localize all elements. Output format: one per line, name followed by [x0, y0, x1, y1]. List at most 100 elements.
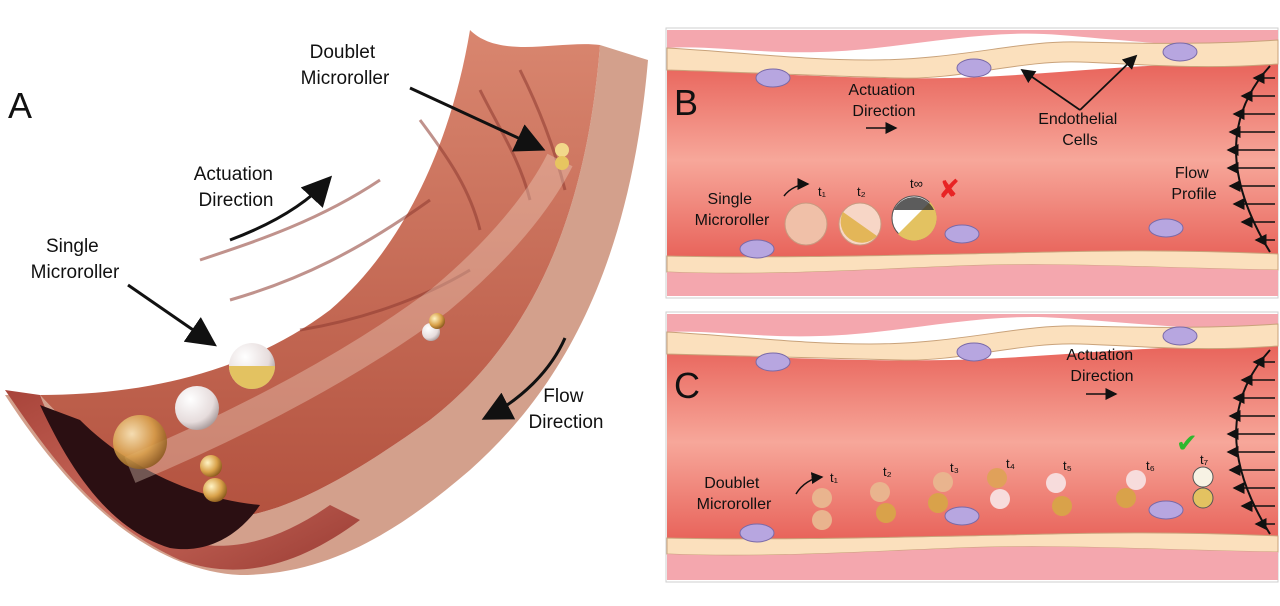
- doublet-t5-lower: [1052, 496, 1072, 516]
- panel-c-doublet-label: Doublet Microroller: [697, 475, 772, 513]
- doublet-microroller-top2: [555, 156, 569, 170]
- panel-b-actuation-line2: Direction: [852, 103, 915, 120]
- panel-c-success-mark: ✔: [1176, 429, 1198, 459]
- vessel-tissue-rim: [5, 390, 360, 570]
- panel-b-time-t2: t₂: [857, 184, 866, 199]
- panel-c-doublet-line2: Microroller: [697, 496, 772, 513]
- doublet-microroller-a1: [200, 455, 222, 477]
- panel-a-flow-line2: Direction: [529, 412, 604, 433]
- panel-c-actuation-line2: Direction: [1070, 368, 1133, 385]
- doublet-microroller-a2: [203, 478, 227, 502]
- panel-a-doublet-line2: Microroller: [301, 68, 390, 89]
- nucleus-c3: [1162, 326, 1198, 346]
- panel-a-letter: A: [8, 85, 32, 126]
- nucleus-b1: [755, 68, 791, 88]
- panel-c-time-t5: t₅: [1063, 458, 1072, 473]
- doublet-t2-upper: [870, 482, 890, 502]
- panel-b-microroller-tinf-dark: [894, 197, 934, 210]
- vessel-folds: [199, 69, 567, 332]
- doublet-t6-lower: [1116, 488, 1136, 508]
- panel-b-vessel-wall-bottom: [667, 264, 1278, 296]
- panel-a-actuation-line1: Actuation: [194, 164, 273, 185]
- doublet-t4-upper: [987, 468, 1007, 488]
- nucleus-c2: [956, 342, 992, 362]
- panel-b: B Actuation Direction Endothelial Cells …: [665, 27, 1279, 299]
- single-microroller-back: [113, 415, 167, 469]
- panel-b-endothelial-arrow-left: [1020, 68, 1081, 111]
- panel-c-rolling-arrow: [795, 472, 824, 495]
- panel-c-vessel-wall-top: [667, 314, 1278, 337]
- panel-c-time-t7: t₇: [1200, 452, 1209, 467]
- panel-b-rolling-arrow: [783, 178, 810, 197]
- panel-c: C Actuation Direction Doublet Microrolle…: [665, 311, 1279, 583]
- panel-b-single-line2: Microroller: [695, 212, 770, 229]
- panel-a-flow-line1: Flow: [543, 386, 583, 407]
- panel-b-single-line1: Single: [708, 191, 753, 208]
- panel-b-endothelial-line2: Cells: [1062, 132, 1098, 149]
- doublet-t7-lower: [1192, 487, 1214, 509]
- single-microroller-large-gold-half: [229, 366, 275, 389]
- doublet-t7-upper: [1192, 466, 1214, 488]
- panel-a-single-line1: Single: [46, 236, 99, 257]
- panel-a-flow-label: Flow Direction: [529, 386, 604, 433]
- panel-b-endothelial-label: Endothelial Cells: [1038, 111, 1122, 149]
- panel-c-time-t6: t₆: [1146, 458, 1155, 473]
- panel-c-flow-profile-arrows: [1226, 356, 1275, 530]
- nucleus-b5: [944, 224, 980, 244]
- panel-b-flow-profile-line2: Profile: [1171, 186, 1216, 203]
- panel-a-single-label: Single Microroller: [31, 236, 120, 283]
- panel-c-time-t1: t₁: [830, 470, 839, 485]
- panel-c-endothelium-top: [666, 323, 1279, 361]
- panel-b-flow-profile-line1: Flow: [1175, 165, 1209, 182]
- nucleus-c4: [739, 523, 775, 543]
- doublet-microroller-a4: [429, 313, 445, 329]
- doublet-t4-lower: [990, 489, 1010, 509]
- nucleus-b4: [739, 239, 775, 259]
- microroller-track: [124, 153, 573, 483]
- doublet-t3-lower: [928, 493, 948, 513]
- panel-c-time-t2: t₂: [883, 464, 892, 479]
- panel-c-actuation-label: Actuation Direction: [1066, 347, 1137, 385]
- actuation-direction-arrow: [229, 175, 333, 242]
- doublet-microroller-top1: [555, 143, 569, 157]
- panel-b-microroller-t1: [784, 202, 828, 246]
- panel-b-letter: B: [674, 82, 698, 123]
- panel-b-vessel-wall-top: [667, 30, 1278, 53]
- panel-b-flow-profile-label: Flow Profile: [1171, 165, 1216, 203]
- panel-c-time-t3: t₃: [950, 460, 959, 475]
- nucleus-b6: [1148, 218, 1184, 238]
- doublet-label-arrow: [409, 86, 546, 152]
- vessel-outer-wall: [5, 45, 648, 575]
- panel-a-actuation-label: Actuation Direction: [194, 164, 279, 211]
- flow-direction-arrow: [481, 337, 567, 420]
- panel-a-doublet-label: Doublet Microroller: [301, 42, 390, 89]
- panel-c-vessel-wall-bottom: [667, 546, 1278, 580]
- panel-b-time-t1: t₁: [818, 184, 827, 199]
- nucleus-c5: [944, 506, 980, 526]
- panel-b-microroller-tinf-gold: [898, 202, 937, 241]
- panel-c-doublets: [812, 466, 1214, 530]
- panel-c-actuation-line1: Actuation: [1066, 347, 1133, 364]
- panel-c-time-t4: t₄: [1006, 456, 1015, 471]
- panel-b-time-tinf: t∞: [910, 176, 923, 191]
- panel-b-flow-profile-arrows: [1226, 72, 1275, 246]
- panel-a-actuation-line2: Direction: [199, 190, 274, 211]
- single-microroller-mid: [175, 386, 219, 430]
- nucleus-c1: [755, 352, 791, 372]
- vessel-inner-surface: [40, 30, 600, 515]
- panel-a: A Doublet Microroller Actuation Directio…: [5, 30, 648, 575]
- panel-b-fail-mark: ✘: [938, 175, 960, 205]
- panel-a-doublet-line1: Doublet: [310, 42, 376, 63]
- panel-b-single-label: Single Microroller: [695, 191, 770, 229]
- nucleus-c6: [1148, 500, 1184, 520]
- doublet-t5-upper: [1046, 473, 1066, 493]
- nucleus-b3: [1162, 42, 1198, 62]
- doublet-t2-lower: [876, 503, 896, 523]
- doublet-t1-lower: [812, 510, 832, 530]
- doublet-t6-upper: [1126, 470, 1146, 490]
- vessel-lumen-floor: [40, 405, 260, 550]
- panel-a-single-line2: Microroller: [31, 262, 120, 283]
- doublet-t3-upper: [933, 472, 953, 492]
- panel-b-actuation-line1: Actuation: [848, 82, 915, 99]
